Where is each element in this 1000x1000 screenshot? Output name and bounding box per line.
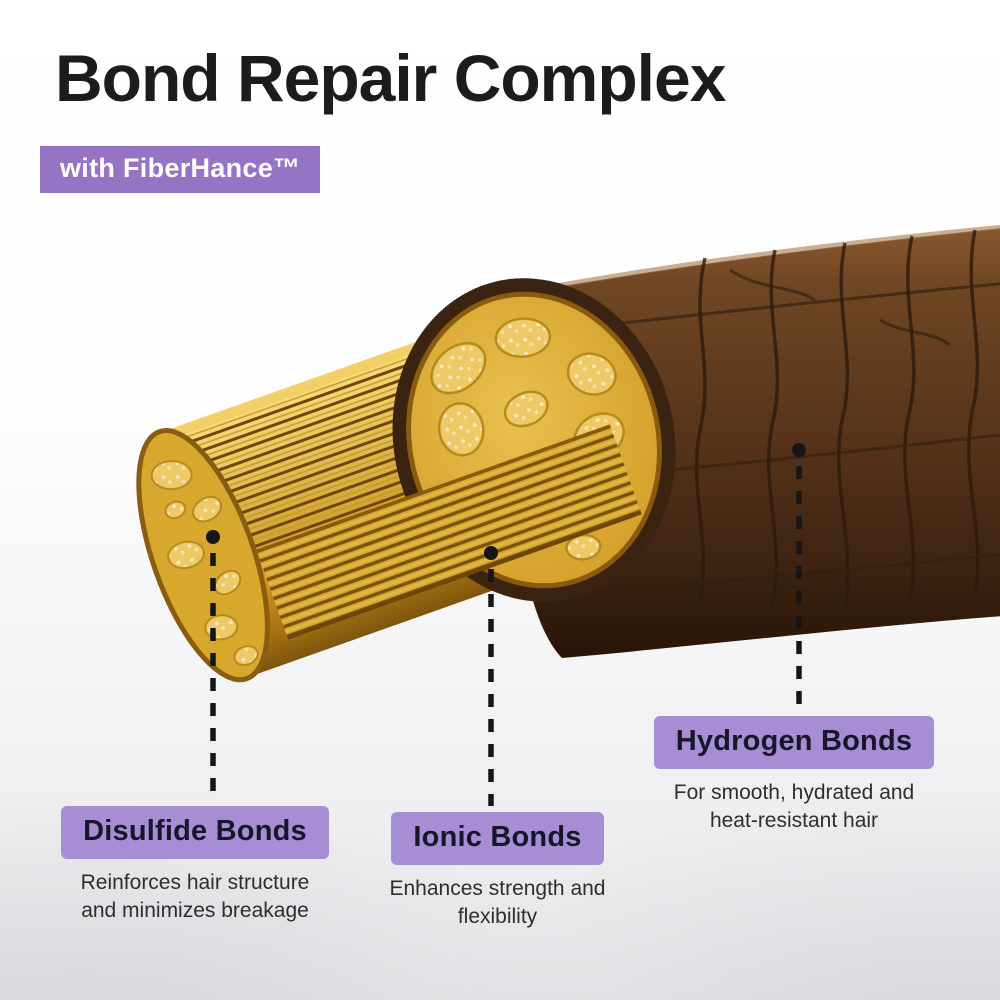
desc-line: For smooth, hydrated and [673, 781, 915, 804]
page-title: Bond Repair Complex [55, 41, 726, 115]
desc-line: Enhances strength and [389, 877, 606, 900]
cap-cell-texture [150, 460, 259, 666]
front-fiber-bundle [256, 424, 642, 640]
desc-ionic-bonds: Enhances strength and flexibility [360, 875, 635, 930]
desc-line: and minimizes breakage [81, 898, 309, 922]
annotation-disulfide-bonds: Disulfide Bonds Reinforces hair structur… [30, 806, 360, 924]
annotation-hydrogen-bonds: Hydrogen Bonds For smooth, hydrated and … [648, 716, 940, 834]
annotation-ionic-bonds: Ionic Bonds Enhances strength and flexib… [360, 812, 635, 930]
desc-line: flexibility [457, 904, 538, 928]
desc-hydrogen-bonds: For smooth, hydrated and heat-resistant … [648, 779, 940, 834]
marker-dot-ionic [484, 546, 498, 560]
desc-disulfide-bonds: Reinforces hair structure and minimizes … [30, 869, 360, 924]
marker-dot-hydrogen [792, 443, 806, 457]
leader-lines [206, 443, 806, 806]
label-hydrogen-bonds: Hydrogen Bonds [653, 716, 935, 769]
marker-dot-disulfide [206, 530, 220, 544]
desc-line: Reinforces hair structure [80, 871, 310, 894]
label-ionic-bonds: Ionic Bonds [391, 812, 604, 865]
desc-line: heat-resistant hair [709, 808, 879, 832]
label-disulfide-bonds: Disulfide Bonds [61, 806, 329, 859]
fiberhance-badge: with FiberHance™ [40, 146, 321, 193]
